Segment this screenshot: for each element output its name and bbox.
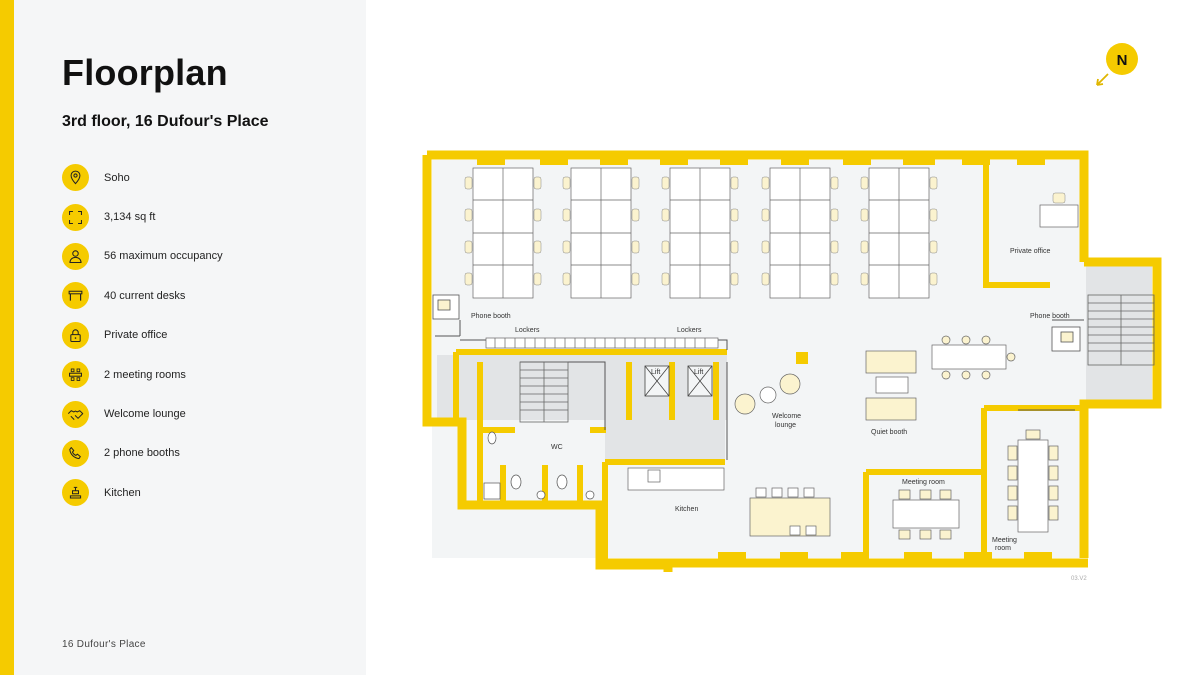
- plan-labels: Phone booth Lockers Lockers Lift Lift WC…: [471, 248, 1087, 582]
- feature-label: 3,134 sq ft: [104, 211, 156, 224]
- page-title: Floorplan: [62, 52, 228, 93]
- accent-bar: [0, 0, 14, 675]
- building-core: [437, 266, 1152, 462]
- label-welcome-lounge-2: lounge: [775, 422, 796, 429]
- meeting-table-icon: [62, 361, 89, 389]
- staircase: [519, 294, 1155, 423]
- feature-label: Kitchen: [104, 486, 141, 499]
- feature-lounge: Welcome lounge: [62, 394, 223, 433]
- label-lift-1: Lift: [651, 369, 660, 376]
- phone-booths: [432, 294, 1081, 352]
- compass-label: N: [1117, 52, 1128, 69]
- feature-location: Soho: [62, 158, 223, 197]
- feature-occupancy: 56 maximum occupancy: [62, 237, 223, 276]
- lifts: [644, 365, 713, 397]
- desk-icon: [62, 282, 89, 310]
- meeting-room-2-table: [1007, 429, 1059, 533]
- desk-banks: [472, 167, 930, 299]
- page-subtitle: 3rd floor, 16 Dufour's Place: [62, 113, 269, 130]
- label-lockers-left: Lockers: [515, 327, 540, 334]
- window-blocks: [477, 152, 1052, 566]
- label-wc: WC: [551, 444, 563, 451]
- plan-version: 03.V2: [1071, 576, 1087, 582]
- feature-list: Soho 3,134 sq ft 56 maximum occupancy 40…: [62, 158, 223, 513]
- person-icon: [62, 242, 89, 270]
- label-kitchen: Kitchen: [675, 506, 698, 513]
- handshake-icon: [62, 400, 89, 428]
- location-pin-icon: [62, 164, 89, 192]
- feature-area: 3,134 sq ft: [62, 197, 223, 236]
- lockers: [485, 337, 719, 349]
- private-office-desk: [1039, 192, 1079, 228]
- lounge-furniture: [734, 352, 808, 415]
- meeting-room-1-table: [892, 489, 960, 540]
- label-phone-booth-left: Phone booth: [471, 313, 511, 320]
- desk-chairs: [464, 176, 938, 286]
- wc-fixtures: [483, 431, 595, 500]
- feature-label: Soho: [104, 171, 130, 184]
- breakout-table: [931, 335, 1016, 380]
- kitchen-tap-icon: [62, 479, 89, 507]
- feature-label: 56 maximum occupancy: [104, 250, 223, 263]
- label-lift-2: Lift: [694, 369, 703, 376]
- area-frame-icon: [62, 203, 89, 231]
- feature-desks: 40 current desks: [62, 276, 223, 315]
- label-quiet-booth: Quiet booth: [871, 429, 907, 436]
- kitchen-furniture: [627, 467, 831, 537]
- label-meeting-room-2-line1: Meeting: [992, 537, 1017, 544]
- phone-icon: [62, 439, 89, 467]
- feature-phone-booths: 2 phone booths: [62, 434, 223, 473]
- north-arrow-icon: [1096, 73, 1109, 86]
- feature-label: 2 meeting rooms: [104, 368, 186, 381]
- label-meeting-room-2-line2: room: [995, 545, 1011, 552]
- label-lockers-right: Lockers: [677, 327, 702, 334]
- feature-meeting-rooms: 2 meeting rooms: [62, 355, 223, 394]
- feature-private-office: Private office: [62, 316, 223, 355]
- floorplan: Phone booth Lockers Lockers Lift Lift WC…: [422, 150, 1162, 582]
- label-phone-booth-right: Phone booth: [1030, 313, 1070, 320]
- feature-label: Private office: [104, 329, 168, 342]
- feature-label: 40 current desks: [104, 289, 186, 302]
- label-welcome-lounge-1: Welcome: [772, 413, 801, 420]
- feature-label: 2 phone booths: [104, 447, 180, 460]
- padlock-icon: [62, 321, 89, 349]
- label-private-office: Private office: [1010, 248, 1050, 255]
- interior-walls: [453, 160, 1084, 563]
- footer-address: 16 Dufour's Place: [62, 639, 146, 650]
- compass-circle: [1106, 43, 1138, 75]
- feature-kitchen: Kitchen: [62, 473, 223, 512]
- feature-label: Welcome lounge: [104, 408, 186, 421]
- north-compass: N: [1096, 43, 1138, 86]
- label-meeting-room-1: Meeting room: [902, 479, 945, 486]
- quiet-booth: [865, 350, 917, 421]
